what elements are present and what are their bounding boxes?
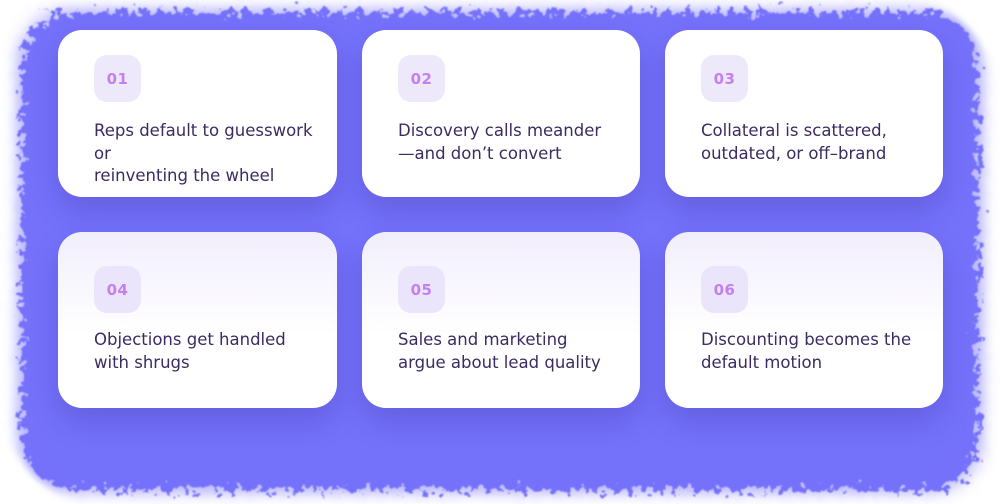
card-text: Objections get handled with shrugs bbox=[94, 330, 286, 372]
number-badge: 02 bbox=[398, 55, 445, 102]
number-badge: 05 bbox=[398, 266, 445, 313]
card-number: 03 bbox=[713, 69, 736, 88]
pain-point-card-4: 04 Objections get handled with shrugs bbox=[58, 232, 337, 408]
number-badge: 06 bbox=[701, 266, 748, 313]
card-number: 01 bbox=[106, 69, 129, 88]
pain-point-card-1: 01 Reps default to guesswork or reinvent… bbox=[58, 30, 337, 197]
pain-point-card-6: 06 Discounting becomes the default motio… bbox=[665, 232, 943, 408]
pain-point-card-2: 02 Discovery calls meander —and don’t co… bbox=[362, 30, 640, 197]
card-text: Reps default to guesswork or reinventing… bbox=[94, 121, 313, 185]
card-text: Collateral is scattered, outdated, or of… bbox=[701, 121, 887, 163]
card-number: 05 bbox=[410, 280, 433, 299]
pain-point-card-3: 03 Collateral is scattered, outdated, or… bbox=[665, 30, 943, 197]
number-badge: 01 bbox=[94, 55, 141, 102]
card-number: 06 bbox=[713, 280, 736, 299]
card-text: Discovery calls meander —and don’t conve… bbox=[398, 121, 602, 163]
cards-grid: 01 Reps default to guesswork or reinvent… bbox=[58, 30, 943, 408]
number-badge: 03 bbox=[701, 55, 748, 102]
card-text: Sales and marketing argue about lead qua… bbox=[398, 330, 601, 372]
pain-point-card-5: 05 Sales and marketing argue about lead … bbox=[362, 232, 640, 408]
card-number: 02 bbox=[410, 69, 433, 88]
card-number: 04 bbox=[106, 280, 129, 299]
card-text: Discounting becomes the default motion bbox=[701, 330, 912, 372]
number-badge: 04 bbox=[94, 266, 141, 313]
